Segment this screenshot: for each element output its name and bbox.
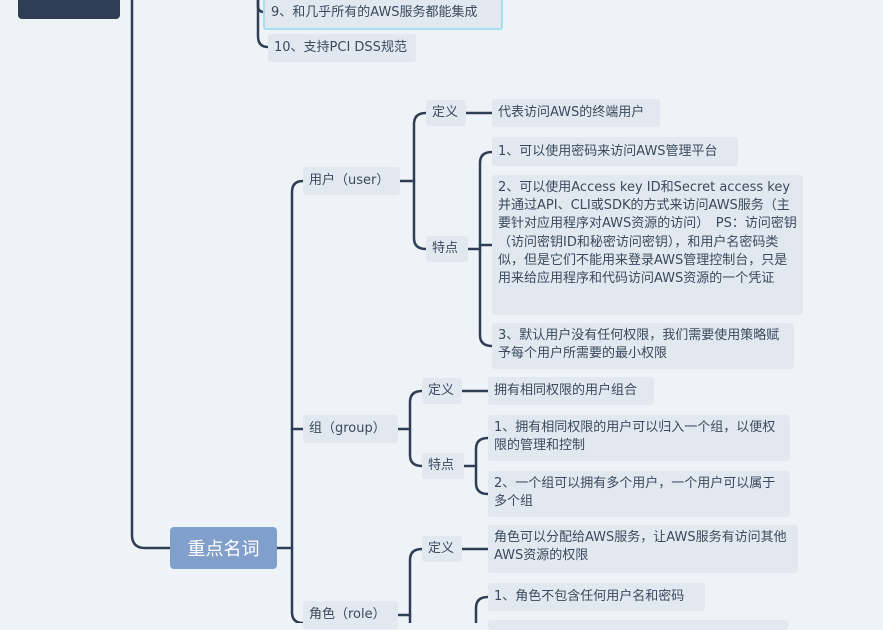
root-node[interactable]: 重点名词 <box>170 527 277 569</box>
user-node-label: 用户（user） <box>309 173 390 188</box>
spine-line <box>130 0 172 550</box>
user-children <box>412 111 428 251</box>
group-feature-2-text: 2、一个组可以拥有多个用户，一个用户可以属于多个组 <box>494 476 776 509</box>
group-def-text: 拥有相同权限的用户组合 <box>494 383 638 398</box>
user-feature-2[interactable]: 2、可以使用Access key ID和Secret access key并通过… <box>492 175 803 315</box>
group-feat-node[interactable]: 特点 <box>422 453 464 479</box>
previous-topic-node[interactable] <box>18 0 120 19</box>
role-node[interactable]: 角色（role） <box>303 601 398 629</box>
prev-item-10[interactable]: 10、支持PCI DSS规范 <box>268 34 416 62</box>
group-feat-label: 特点 <box>428 458 455 473</box>
role-feature-1-text: 1、角色不包含任何用户名和密码 <box>494 589 685 604</box>
group-feat-children <box>474 436 490 496</box>
user-def-text-node[interactable]: 代表访问AWS的终端用户 <box>492 99 660 127</box>
user-node[interactable]: 用户（user） <box>303 167 400 195</box>
user-feat-label: 特点 <box>432 241 459 256</box>
group-feature-1[interactable]: 1、拥有相同权限的用户可以归入一个组，以便权限的管理和控制 <box>488 415 790 461</box>
group-def-text-node[interactable]: 拥有相同权限的用户组合 <box>488 377 654 405</box>
role-def-node[interactable]: 定义 <box>422 536 462 562</box>
user-feat-node[interactable]: 特点 <box>426 236 468 262</box>
user-feature-1-text: 1、可以使用密码来访问AWS管理平台 <box>498 143 718 159</box>
group-def-label: 定义 <box>428 383 455 398</box>
group-feature-1-text: 1、拥有相同权限的用户可以归入一个组，以便权限的管理和控制 <box>494 420 776 453</box>
prev-branch-line <box>256 0 272 49</box>
role-node-label: 角色（role） <box>309 607 386 622</box>
root-children-line <box>290 179 305 623</box>
role-children <box>408 547 424 623</box>
user-def-text: 代表访问AWS的终端用户 <box>498 105 645 120</box>
user-feature-2-text: 2、可以使用Access key ID和Secret access key并通过… <box>498 180 797 287</box>
group-node-label: 组（group） <box>309 421 386 436</box>
role-feat-children <box>474 595 490 623</box>
group-feature-2[interactable]: 2、一个组可以拥有多个用户，一个用户可以属于多个组 <box>488 471 790 517</box>
user-feature-3-text: 3、默认用户没有任何权限，我们需要使用策略赋予每个用户所需要的最小权限 <box>498 328 780 361</box>
prev-item-9-text: 9、和几乎所有的AWS服务都能集成 <box>271 5 478 20</box>
prev-item-9[interactable]: 9、和几乎所有的AWS服务都能集成 <box>263 0 503 30</box>
role-feature-1[interactable]: 1、角色不包含任何用户名和密码 <box>488 583 705 611</box>
user-def-label: 定义 <box>432 105 459 120</box>
root-node-label: 重点名词 <box>187 539 260 560</box>
group-def-node[interactable]: 定义 <box>422 378 462 404</box>
prev-item-10-text: 10、支持PCI DSS规范 <box>274 40 407 55</box>
user-feature-3[interactable]: 3、默认用户没有任何权限，我们需要使用策略赋予每个用户所需要的最小权限 <box>492 323 794 369</box>
group-children <box>408 389 424 468</box>
prev-branch-line-2 <box>256 0 266 14</box>
group-node[interactable]: 组（group） <box>303 415 398 443</box>
role-feature-2[interactable] <box>488 620 788 630</box>
user-feature-1[interactable]: 1、可以使用密码来访问AWS管理平台 <box>492 137 738 166</box>
user-def-node[interactable]: 定义 <box>426 100 466 126</box>
role-def-text: 角色可以分配给AWS服务，让AWS服务有访问其他AWS资源的权限 <box>494 530 787 563</box>
role-def-label: 定义 <box>428 541 455 556</box>
role-def-text-node[interactable]: 角色可以分配给AWS服务，让AWS服务有访问其他AWS资源的权限 <box>488 525 798 573</box>
user-feat-children <box>478 150 494 348</box>
